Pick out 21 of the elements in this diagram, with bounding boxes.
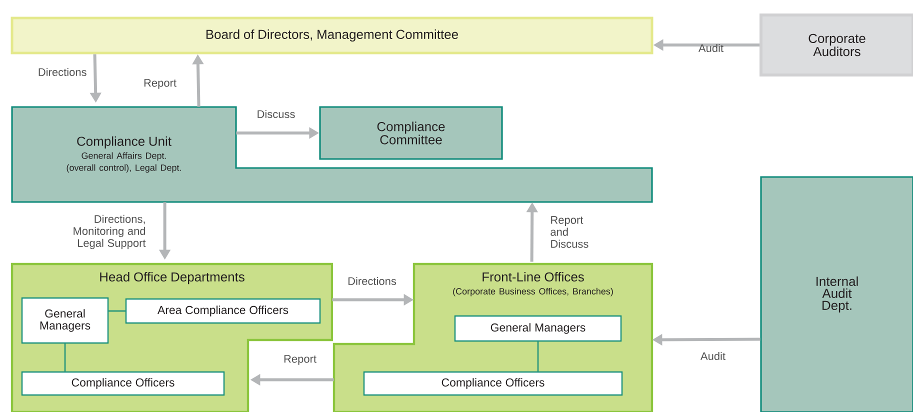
edge-label: Report and Discuss <box>550 216 588 248</box>
board-box: Board of Directors, Management Committee <box>10 16 654 54</box>
unit-box: Compliance Committee <box>319 106 503 160</box>
edge-label: Report <box>284 355 316 365</box>
edge-label: Directions, Monitoring and Legal Support <box>74 214 146 250</box>
connector-line <box>108 310 126 312</box>
staff-box: Compliance Officers <box>363 371 623 396</box>
unit-box: Internal Audit Dept. <box>760 176 913 412</box>
edge-label: Report <box>144 79 176 89</box>
staff-box: General Managers <box>454 315 622 342</box>
connector-line <box>64 344 66 372</box>
auditor-box: Corporate Auditors <box>760 14 913 76</box>
connector-line <box>537 342 539 372</box>
edge-label: Directions <box>38 68 86 76</box>
staff-box: General Managers <box>21 297 109 344</box>
edge-label: Discuss <box>258 110 295 118</box>
edge-label: Audit <box>698 44 724 52</box>
staff-box: Compliance Officers <box>21 371 225 396</box>
edge-label: Directions <box>348 276 396 286</box>
staff-box: Area Compliance Officers <box>125 298 321 324</box>
edge-label: Audit <box>700 352 726 360</box>
